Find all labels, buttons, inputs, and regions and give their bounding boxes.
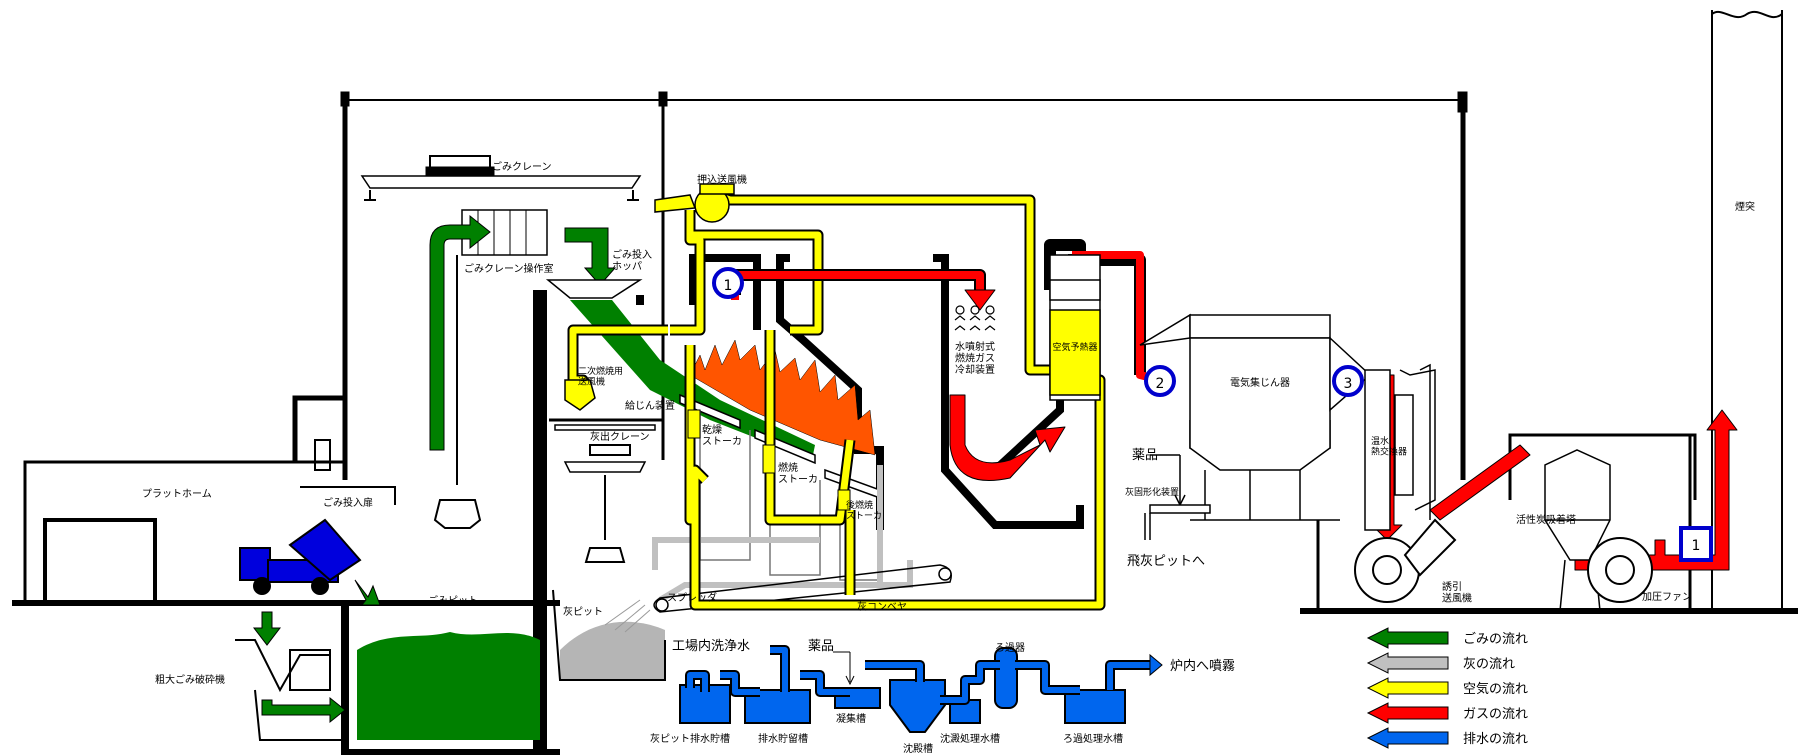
secondary-fan <box>564 379 596 411</box>
ash-solidifier <box>1144 454 1211 540</box>
hopper-label: ごみ投入ホッパ <box>612 248 652 273</box>
dump-floor-label: ごみ投入扉 <box>323 496 373 509</box>
hot-water-exchanger-label: 温水熱交換器 <box>1371 435 1407 457</box>
ash-pit-fill <box>560 621 665 680</box>
fly-ash-label: 飛灰ピットへ <box>1127 554 1205 569</box>
induced-fan-label: 誘引送風機 <box>1442 580 1472 605</box>
legend-item: ごみの流れ <box>1366 627 1528 649</box>
flames <box>689 339 876 456</box>
spreader-label: スプレッダ <box>667 591 717 604</box>
legend-swatch <box>1366 727 1449 749</box>
esp-label: 電気集じん器 <box>1230 376 1290 389</box>
tank3-label: 凝集槽 <box>836 712 866 725</box>
ash-pit-label: 灰ピット <box>563 605 603 618</box>
tank2-label: 排水貯留槽 <box>758 732 808 745</box>
filter-label: ろ過器 <box>995 642 1025 654</box>
dump-door-structure <box>300 439 396 505</box>
chemical-dosing-line <box>833 651 855 686</box>
legend-item: ガスの流れ <box>1366 702 1528 724</box>
secondary-fan-label: 二次燃焼用送風機 <box>578 365 623 387</box>
marker-3-esp-outlet: 3 <box>1332 365 1364 397</box>
water-cooler-label: 水噴射式燃焼ガス冷却装置 <box>955 340 995 376</box>
legend-label: 空気の流れ <box>1463 681 1528 697</box>
garbage-truck <box>239 518 362 595</box>
marker-1-furnace: 1 <box>712 267 744 299</box>
platform-label: プラットホーム <box>142 488 212 500</box>
carbon-tower-label: 活性炭吸着塔 <box>1516 513 1576 526</box>
solidify-label: 灰固形化装置 <box>1125 486 1179 498</box>
wastewater-pipes-fill <box>687 647 1150 703</box>
tank6-label: ろ過処理水槽 <box>1063 732 1123 745</box>
marker-3-esp-outlet-label: 3 <box>1344 376 1353 392</box>
air-preheater-label: 空気予熱器 <box>1052 341 1097 353</box>
burn-stoker-label: 燃焼ストーカ <box>778 461 818 486</box>
ash-crane-label: 灰出クレーン <box>590 430 650 443</box>
marker-2-esp-inlet-label: 2 <box>1156 376 1165 392</box>
garbage-pit-fill <box>357 632 540 740</box>
marker-1-stack-label: 1 <box>1692 538 1701 554</box>
ash-conveyor <box>652 465 913 603</box>
marker-1-furnace-label: 1 <box>724 278 733 294</box>
crusher-label: 粗大ごみ破砕機 <box>155 673 225 686</box>
chemicals1-label: 薬品 <box>1132 448 1158 463</box>
legend-swatch <box>1366 652 1449 674</box>
feeder-label: 給じん装置 <box>625 399 675 412</box>
ash-crane <box>554 424 656 563</box>
post-stoker-label: 後燃焼ストーカ <box>846 499 882 521</box>
legend-label: ごみの流れ <box>1463 631 1528 647</box>
legend-label: ガスの流れ <box>1463 707 1528 722</box>
chemicals2-label: 薬品 <box>808 639 834 654</box>
marker-1-stack: 1 <box>1679 526 1713 562</box>
dry-stoker-label: 乾燥ストーカ <box>702 423 742 448</box>
booster-fan-label: 加圧ファン <box>1642 591 1692 603</box>
hopper <box>545 279 643 299</box>
garbage-pit-label: ごみピット <box>428 594 478 607</box>
ash-pit-wall <box>552 589 666 681</box>
legend-swatch <box>1366 627 1449 649</box>
garbage-crane-label: ごみクレーン <box>492 160 552 173</box>
crane-room-label: ごみクレーン操作室 <box>464 262 554 275</box>
air-preheater <box>1049 254 1101 401</box>
water-cooler-nozzles <box>954 305 996 331</box>
plant-water-label: 工場内洗浄水 <box>672 638 750 654</box>
legend-label: 排水の流れ <box>1463 732 1528 747</box>
garbage-flow-arrows <box>252 214 617 724</box>
legend-item: 排水の流れ <box>1366 727 1528 749</box>
legend-item: 空気の流れ <box>1366 677 1528 699</box>
tank4-label: 沈殿槽 <box>903 742 933 755</box>
induced-fan <box>1354 518 1457 603</box>
garbage-crane <box>360 155 642 529</box>
legend-item: 灰の流れ <box>1366 652 1515 674</box>
push-fan <box>654 183 735 223</box>
push-fan-label: 押込送風機 <box>697 173 747 186</box>
booster-fan <box>1587 537 1653 603</box>
hot-water-exchanger <box>1364 363 1436 531</box>
legend-swatch <box>1366 702 1449 724</box>
ash-conveyor-label: 灰コンベヤ <box>857 600 907 613</box>
building-outline <box>12 10 1798 755</box>
legend-swatch <box>1366 677 1449 699</box>
chimney-label: 煙突 <box>1735 200 1755 213</box>
electrostatic-precipitator <box>1139 313 1372 521</box>
labels: 煙突 ごみクレーン ごみクレーン操作室 ごみ投入ホッパ 押込送風機 二次燃焼用送… <box>142 160 1755 755</box>
legend-label: 灰の流れ <box>1463 657 1515 672</box>
spray-arrow <box>1149 653 1163 677</box>
tank5-label: 沈澱処理水槽 <box>940 732 1000 745</box>
crusher <box>235 639 345 741</box>
garbage-chute-green <box>570 300 815 460</box>
tank1-label: 灰ピット排水貯槽 <box>650 732 730 745</box>
spreader-belt <box>653 564 952 613</box>
ash-spray-lines <box>604 599 651 633</box>
activated-carbon-tower <box>1544 449 1611 612</box>
marker-2-esp-inlet: 2 <box>1144 365 1176 397</box>
spray-label: 炉内へ噴霧 <box>1170 658 1235 674</box>
wastewater-tanks <box>679 647 1126 733</box>
stoker-air-risers <box>687 409 851 511</box>
